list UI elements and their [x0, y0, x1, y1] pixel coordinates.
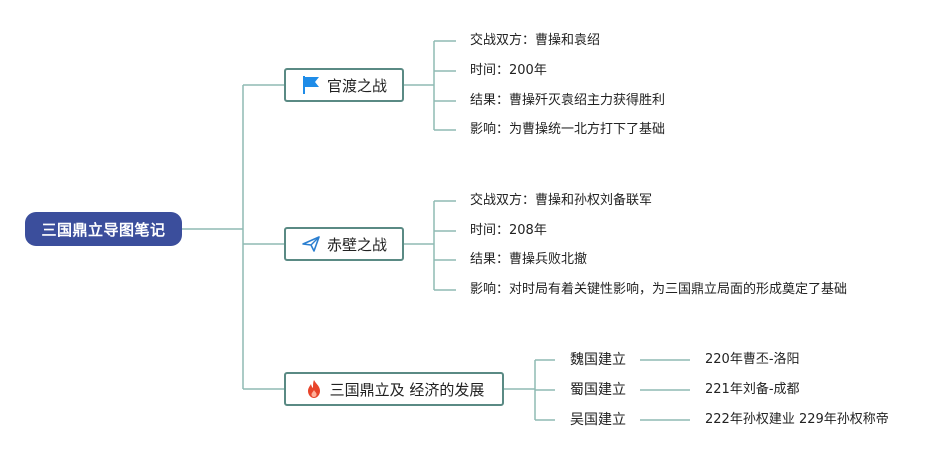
topic-chibi[interactable]: 赤壁之战	[284, 227, 404, 261]
list-item[interactable]: 结果：曹操兵败北撤	[470, 252, 588, 267]
list-item[interactable]: 影响：为曹操统一北方打下了基础	[470, 122, 666, 137]
root-topic[interactable]: 三国鼎立导图笔记	[25, 212, 182, 246]
list-item[interactable]: 结果：曹操歼灭袁绍主力获得胜利	[470, 93, 666, 108]
kingdom-wei[interactable]: 魏国建立	[570, 352, 626, 368]
topic-three-kingdoms[interactable]: 三国鼎立及 经济的发展	[284, 372, 504, 406]
topic-label: 赤壁之战	[326, 235, 387, 254]
kingdom-shu[interactable]: 蜀国建立	[570, 382, 626, 398]
list-item[interactable]: 时间：200年	[470, 63, 547, 78]
root-label: 三国鼎立导图笔记	[41, 220, 166, 239]
kingdom-wu-detail[interactable]: 222年孙权建业 229年孙权称帝	[705, 412, 889, 427]
paper-plane-icon	[301, 234, 321, 254]
topic-label: 官渡之战	[326, 76, 387, 95]
fire-icon	[304, 379, 324, 399]
list-item[interactable]: 交战双方：曹操和袁绍	[470, 33, 601, 48]
kingdom-shu-detail[interactable]: 221年刘备-成都	[705, 382, 800, 397]
kingdom-wei-detail[interactable]: 220年曹丕-洛阳	[705, 352, 800, 367]
topic-guandu[interactable]: 官渡之战	[284, 68, 404, 102]
flag-icon	[301, 75, 321, 95]
list-item[interactable]: 影响：对时局有着关键性影响，为三国鼎立局面的形成奠定了基础	[470, 282, 848, 297]
topic-label: 三国鼎立及 经济的发展	[329, 380, 485, 399]
kingdom-wu[interactable]: 吴国建立	[570, 412, 626, 428]
list-item[interactable]: 交战双方：曹操和孙权刘备联军	[470, 193, 653, 208]
list-item[interactable]: 时间：208年	[470, 223, 547, 238]
